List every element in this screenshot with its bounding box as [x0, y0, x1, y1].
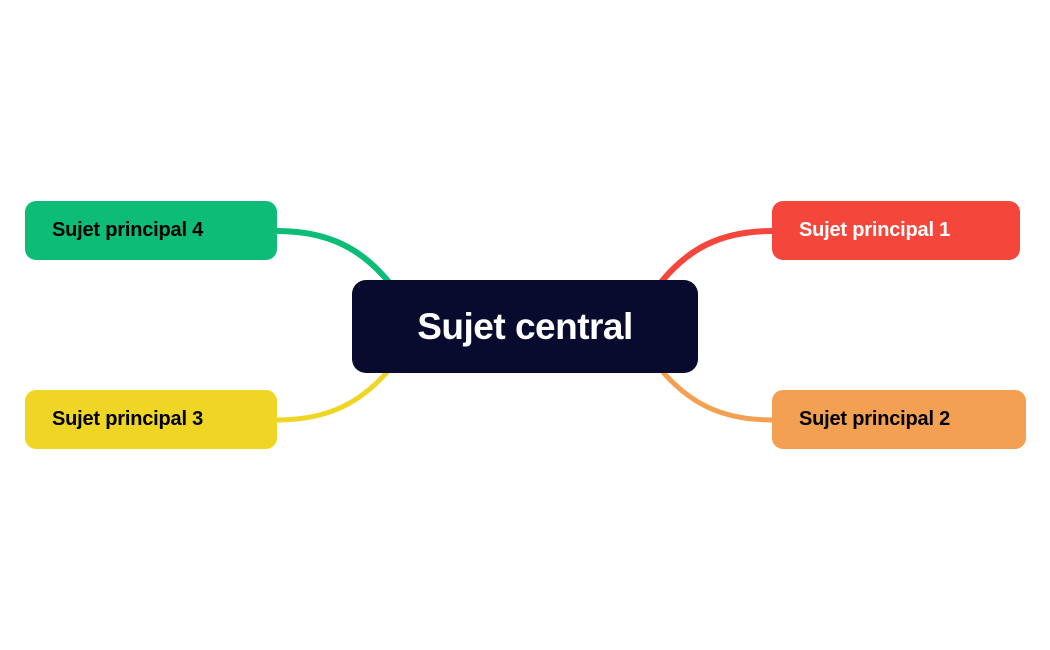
branch-node-bottomright[interactable]: Sujet principal 2: [772, 390, 1026, 449]
central-node[interactable]: Sujet central: [352, 280, 698, 373]
branch-node-topright-label: Sujet principal 1: [799, 219, 951, 241]
branch-node-topright[interactable]: Sujet principal 1: [772, 201, 1020, 260]
branch-node-bottomleft[interactable]: Sujet principal 3: [25, 390, 277, 449]
connector-bottomright: [659, 368, 775, 423]
branch-node-bottomleft-label: Sujet principal 3: [52, 408, 204, 430]
connector-topleft: [274, 228, 391, 284]
branch-node-topleft[interactable]: Sujet principal 4: [25, 201, 277, 260]
connector-topright: [659, 228, 775, 284]
branch-node-topleft-label: Sujet principal 4: [52, 219, 204, 241]
connector-bottomleft: [274, 368, 391, 423]
branch-node-bottomright-label: Sujet principal 2: [799, 408, 951, 430]
central-node-label: Sujet central: [417, 305, 633, 347]
